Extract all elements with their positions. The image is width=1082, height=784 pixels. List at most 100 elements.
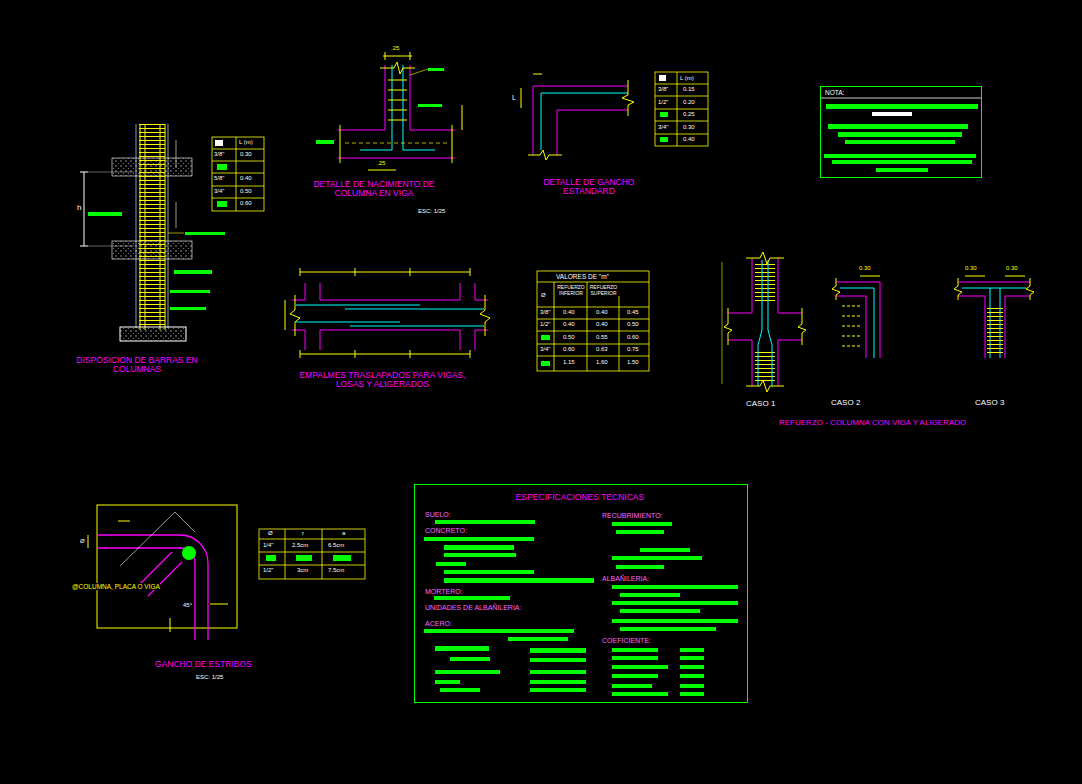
spec-text-bars-part bbox=[435, 670, 500, 674]
spec-text-bars-part bbox=[424, 537, 534, 541]
m-values-table-part bbox=[587, 282, 588, 371]
case-1-column-part bbox=[746, 252, 784, 264]
drawing-label: 3/8" bbox=[540, 309, 550, 316]
lap-splice-detail-part bbox=[410, 268, 411, 276]
drawing-label: 0.75 bbox=[627, 346, 639, 353]
note-text-bars-part bbox=[876, 168, 928, 172]
column-start-detail-part bbox=[388, 110, 407, 111]
drawing-label: REFUERZO SUPERIOR bbox=[589, 285, 618, 296]
drawing-label: 3/4" bbox=[658, 124, 668, 131]
spec-text-bars-part bbox=[440, 688, 480, 692]
lap-splice-detail-part bbox=[410, 350, 411, 358]
stirrup-hook-detail-part bbox=[97, 548, 195, 640]
standard-hook-detail-part bbox=[557, 110, 558, 155]
drawing-label: Ø bbox=[268, 530, 273, 537]
case-1-column-part bbox=[746, 380, 784, 392]
m-values-table-part bbox=[554, 282, 555, 371]
column-start-detail-part bbox=[383, 56, 412, 57]
spec-text-bars-part bbox=[436, 562, 466, 566]
lap-length-table-part bbox=[212, 198, 264, 199]
drawing-label: 1/2" bbox=[658, 99, 668, 106]
stirrup-hook-detail bbox=[88, 505, 237, 640]
drawing-label: 0.60 bbox=[563, 346, 575, 353]
lap-splice-detail-part bbox=[300, 272, 470, 273]
spec-text-bars-part bbox=[612, 601, 738, 605]
detail-title: GANCHO DE ESTRIBOS bbox=[155, 660, 252, 669]
case-2-corner-part bbox=[836, 296, 866, 297]
standard-hook-detail-part bbox=[521, 88, 522, 108]
spec-text-bars-part bbox=[444, 545, 514, 550]
spec-text-bars-part bbox=[612, 556, 702, 560]
drawing-label: VALORES DE "m" bbox=[556, 273, 609, 280]
lap-length-table-part bbox=[212, 186, 264, 187]
drawing-label: 1/2" bbox=[540, 321, 550, 328]
spec-text-bars-part bbox=[612, 692, 668, 696]
stirrup-hook-detail-part bbox=[182, 546, 196, 560]
section-heading: ALBAÑILERIA: bbox=[602, 575, 649, 583]
case-3-tee-part bbox=[987, 305, 1003, 353]
spec-text-bars-part bbox=[680, 684, 704, 688]
stirrup-hook-detail-part bbox=[175, 512, 195, 532]
lap-splice-detail-part bbox=[305, 330, 306, 350]
drawing-label: 0.40 bbox=[563, 309, 575, 316]
column-start-detail-part bbox=[340, 125, 341, 163]
column-bar-layout-part bbox=[80, 246, 88, 247]
column-start-detail-part bbox=[403, 65, 435, 150]
spec-text-bars-part bbox=[680, 656, 704, 660]
detail-title: DETALLE DE NACIMIENTO DE COLUMNA EN VIGA bbox=[310, 180, 438, 199]
lap-splice-detail-part bbox=[470, 268, 471, 276]
drawing-label: 0.50 bbox=[627, 321, 639, 328]
drawing-label: L (m) bbox=[680, 75, 694, 82]
spec-text-bars-part bbox=[612, 665, 668, 669]
drawing-label: 45° bbox=[183, 602, 192, 609]
spec-text-bars-part bbox=[450, 657, 490, 661]
spec-text-bars-part bbox=[435, 680, 460, 684]
spec-text-bars-part bbox=[620, 627, 716, 631]
lap-splice-detail-part bbox=[350, 326, 484, 327]
lap-splice-detail-part bbox=[480, 295, 490, 336]
drawing-label: L (m) bbox=[239, 139, 253, 146]
drawing-label: 0.25 bbox=[683, 111, 695, 118]
column-start-detail-part bbox=[388, 80, 407, 81]
lap-splice-detail-part bbox=[475, 283, 476, 300]
spec-text-bars-part bbox=[616, 530, 664, 534]
column-bar-layout-part bbox=[140, 124, 141, 330]
spec-text-bars-part bbox=[612, 522, 672, 526]
column-start-detail bbox=[316, 52, 462, 170]
section-heading: UNIDADES DE ALBAÑILERIA: bbox=[425, 604, 521, 612]
hook-length-table-part bbox=[655, 72, 708, 146]
case-2-corner-part bbox=[832, 278, 840, 300]
spec-text-bars-part bbox=[434, 596, 510, 600]
lap-splice-detail-part bbox=[475, 300, 488, 301]
case-3-tee-part bbox=[962, 288, 1026, 289]
spec-text-bars-part bbox=[680, 674, 704, 678]
lap-splice-detail-part bbox=[296, 305, 420, 306]
drawing-label: 5/8" bbox=[214, 175, 224, 182]
lap-length-table bbox=[212, 137, 264, 211]
column-bar-layout-part bbox=[168, 124, 169, 328]
column-start-detail-part bbox=[410, 130, 455, 131]
spec-text-bars-part bbox=[620, 593, 680, 597]
drawing-label: 1.60 bbox=[596, 359, 608, 366]
spec-text-bars-part bbox=[612, 619, 738, 623]
hook-length-table-part bbox=[660, 137, 668, 142]
stirrup-hook-detail-part bbox=[148, 562, 182, 596]
case-1-column-part bbox=[752, 258, 753, 313]
column-start-detail-part bbox=[462, 105, 463, 130]
section-heading: SUELO: bbox=[425, 511, 451, 519]
case-3-tee-part bbox=[1005, 276, 1025, 277]
column-bar-layout-part bbox=[120, 327, 186, 341]
standard-hook-detail-part bbox=[622, 80, 634, 116]
stirrup-hook-detail-part bbox=[120, 512, 175, 566]
hook-length-table-part bbox=[659, 75, 666, 81]
hook-length-table-part bbox=[655, 109, 708, 110]
stirrup-hook-table-part bbox=[259, 565, 365, 566]
note-text-bars-part bbox=[832, 160, 972, 164]
column-bar-layout-part bbox=[176, 202, 177, 228]
box-heading: NOTA: bbox=[825, 89, 844, 96]
column-start-detail-part bbox=[345, 143, 450, 144]
drawing-label: 0.40 bbox=[240, 175, 252, 182]
drawing-label: 0.50 bbox=[240, 188, 252, 195]
hook-length-table-part bbox=[655, 134, 708, 135]
drawing-label: CASO 3 bbox=[975, 399, 1004, 408]
